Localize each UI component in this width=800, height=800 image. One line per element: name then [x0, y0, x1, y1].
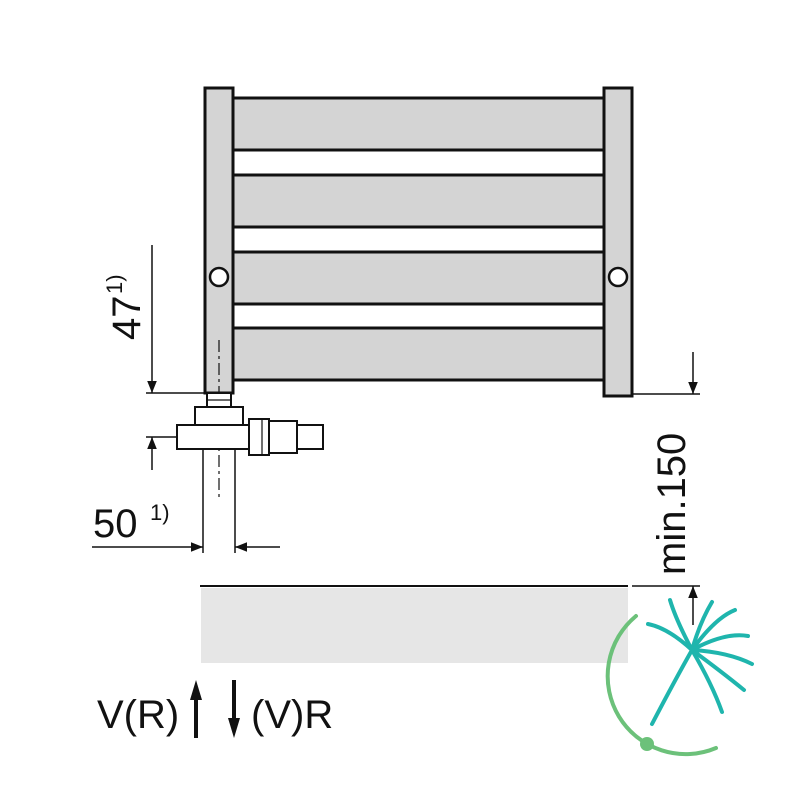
floor — [200, 585, 628, 663]
valve-thermostat-head — [268, 420, 298, 454]
dimension-min150: min.150 — [632, 352, 700, 625]
dimension-50: 50 1) — [92, 500, 280, 552]
floor-surface — [201, 588, 628, 663]
valve-assembly — [176, 392, 324, 553]
dim-47-label: 47 — [105, 296, 149, 341]
up-arrow-icon — [190, 680, 202, 738]
radiator-bar-2 — [231, 173, 606, 229]
dim-50-label: 50 — [93, 502, 138, 546]
radiator-bar-4 — [231, 326, 606, 382]
dimension-47: 47 1) — [102, 245, 207, 470]
left-mount-circle — [208, 266, 230, 288]
valve-thermostat-cap — [296, 424, 324, 450]
dim-50-footnote: 1) — [150, 500, 170, 525]
right-collector-tube — [602, 86, 634, 398]
flow-right-label: (V)R — [251, 693, 333, 737]
radiator-bar-1 — [231, 96, 606, 152]
dim-47-footnote: 1) — [102, 274, 127, 294]
flow-left-label: V(R) — [97, 693, 179, 737]
valve-thermostat-base — [248, 418, 270, 456]
radiator-bar-3 — [231, 250, 606, 306]
radiator — [203, 86, 634, 500]
valve-stem — [194, 406, 244, 426]
dandelion-logo-icon — [605, 598, 754, 757]
down-arrow-icon — [228, 680, 240, 738]
flow-legend: V(R) (V)R — [97, 680, 333, 738]
right-mount-circle — [607, 266, 629, 288]
valve-body — [176, 424, 250, 450]
dim-min150-label: min.150 — [650, 433, 694, 575]
